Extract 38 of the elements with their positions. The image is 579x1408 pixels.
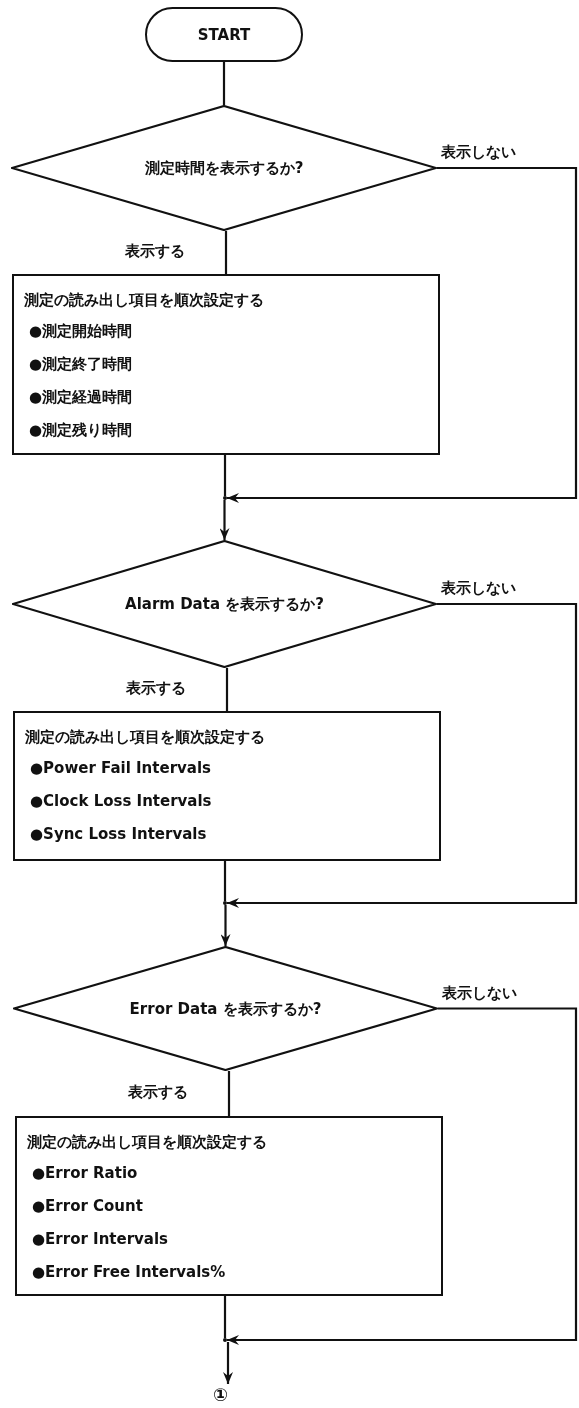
box-heading: 測定の読み出し項目を順次設定する bbox=[27, 1133, 267, 1153]
question-text: 測定時間を表示するか? bbox=[144, 159, 304, 177]
list-item: ●測定開始時間 bbox=[29, 322, 133, 342]
connector-arrow bbox=[227, 602, 578, 908]
list-item: ●Sync Loss Intervals bbox=[30, 825, 207, 845]
list-item: ●Error Intervals bbox=[32, 1230, 169, 1250]
edge-label: 表示しない bbox=[442, 983, 517, 1002]
edge-label: 表示しない bbox=[441, 579, 516, 597]
connector-arrow bbox=[219, 500, 230, 540]
edge-label: 表示する bbox=[125, 241, 185, 260]
question-text: Error Data を表示するか? bbox=[129, 999, 322, 1018]
box-heading: 測定の読み出し項目を順次設定する bbox=[25, 728, 265, 748]
question-text: Alarm Data を表示するか? bbox=[125, 595, 324, 613]
list-item: ●Clock Loss Intervals bbox=[30, 792, 212, 812]
connector-arrow bbox=[223, 1342, 233, 1384]
list-item: ●Error Ratio bbox=[32, 1164, 138, 1184]
junction-point bbox=[223, 1338, 227, 1342]
process-box bbox=[13, 711, 441, 861]
junction-point bbox=[223, 496, 227, 500]
connector-arrow bbox=[220, 905, 231, 946]
terminal-shape bbox=[145, 7, 303, 62]
edge-label: 表示しない bbox=[441, 143, 516, 161]
process-box bbox=[15, 1116, 443, 1296]
process-box bbox=[12, 274, 440, 455]
list-item: ●Error Count bbox=[32, 1197, 143, 1217]
terminal-label: START bbox=[197, 25, 251, 44]
junction-point bbox=[223, 901, 227, 905]
list-item: ●Power Fail Intervals bbox=[30, 759, 211, 779]
list-item: ●Error Free Intervals% bbox=[32, 1263, 226, 1283]
list-item: ●測定終了時間 bbox=[29, 355, 133, 375]
connector-symbol: ① bbox=[213, 1384, 229, 1406]
connector-arrow bbox=[227, 166, 578, 503]
list-item: ●測定経過時間 bbox=[29, 388, 133, 408]
edge-label: 表示する bbox=[128, 1082, 188, 1101]
list-item: ●測定残り時間 bbox=[29, 421, 133, 441]
connector-arrow bbox=[227, 1007, 578, 1345]
box-heading: 測定の読み出し項目を順次設定する bbox=[24, 291, 264, 311]
edge-label: 表示する bbox=[126, 678, 186, 697]
